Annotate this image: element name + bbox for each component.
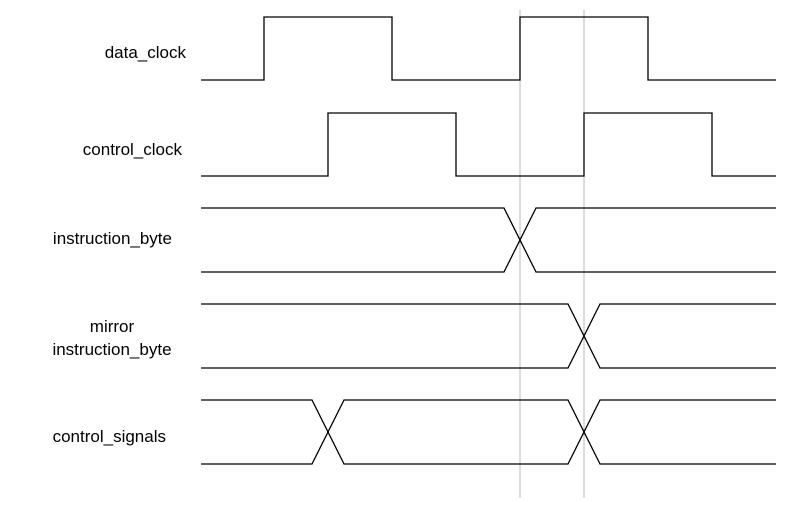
signal-label-mirror: mirror [90, 317, 135, 336]
waveform-instruction-byte-lower [201, 238, 776, 273]
waveform-control-signals-lower [201, 430, 776, 465]
signal-label-control-clock: control_clock [83, 140, 183, 159]
signal-label-instruction-byte: instruction_byte [53, 229, 172, 248]
waveform-control-clock [201, 112, 776, 177]
waveform-instruction-byte-upper [201, 207, 776, 242]
signal-label-data-clock: data_clock [105, 43, 187, 62]
waveform-data-clock [201, 16, 776, 81]
waveform-mirror-instruction-byte-upper [201, 303, 776, 338]
signal-label-mirror-instruction-byte: instruction_byte [52, 340, 171, 359]
waveform-mirror-instruction-byte-lower [201, 334, 776, 369]
waveform-control-signals-upper [201, 399, 776, 434]
signal-label-control-signals: control_signals [53, 427, 166, 446]
